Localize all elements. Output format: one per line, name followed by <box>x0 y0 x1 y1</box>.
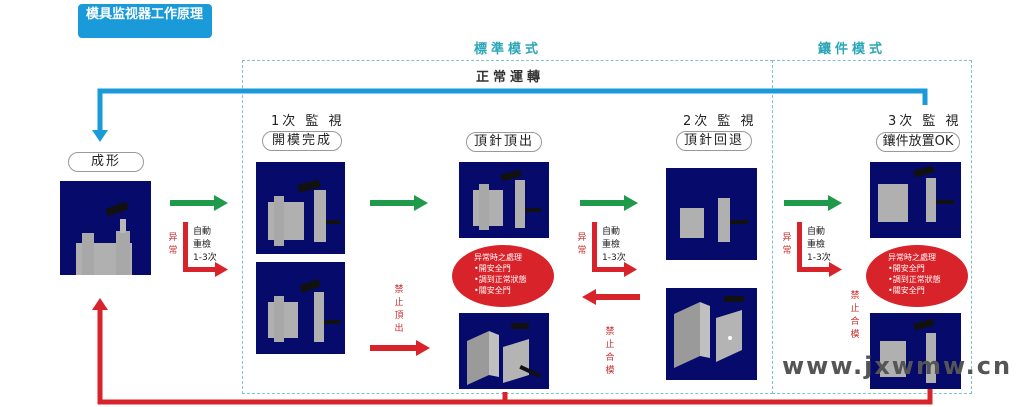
insert-fault-icon <box>880 318 936 383</box>
abnormal-label-2: 异常 <box>577 233 587 256</box>
handling-item: •開安全門 <box>474 264 511 273</box>
stage1-label: 開模完成 <box>262 131 342 151</box>
red-up-arrowhead <box>92 298 108 310</box>
stage2-monitor-label: 2次 監 視 <box>683 114 757 129</box>
mold-open-icon <box>268 278 340 342</box>
red-retry-arrow-3 <box>797 222 842 277</box>
green-arrow-2 <box>370 195 428 211</box>
handling-ellipse-2: 异常時之處理 •開安全門 •調到正常狀態 •關安全門 <box>866 245 968 307</box>
stage2-panel-top <box>666 168 757 260</box>
handling-item: •關安全門 <box>888 286 925 295</box>
retry-note: 重檢 <box>193 240 212 250</box>
retry-note: 重檢 <box>807 240 826 250</box>
stage3-panel-bottom <box>870 313 961 389</box>
ejector-retract-icon <box>680 198 748 242</box>
molding-panel <box>60 181 151 275</box>
handling-title: 异常時之處理 <box>474 253 522 262</box>
mold-closed-icon <box>76 201 132 275</box>
handling-title: 异常時之處理 <box>888 253 936 262</box>
mold-open-icon <box>268 179 340 246</box>
stage1-panel-bottom <box>256 262 345 354</box>
handling-item: •開安全門 <box>888 264 925 273</box>
standard-mode-label: 標準模式 <box>474 42 543 57</box>
watermark: www.jxwmw.cn <box>782 352 1013 380</box>
handling-item: •調到正常狀態 <box>474 275 527 284</box>
green-arrow-3 <box>580 195 638 211</box>
handling-item: •關安全門 <box>474 286 511 295</box>
red-forbid-close-arrow <box>582 289 640 305</box>
abnormal-label-1: 异常 <box>168 233 178 256</box>
stage2-label: 頂針回退 <box>676 131 752 151</box>
stage1-panel-top <box>256 162 345 254</box>
handling-item: •調到正常狀態 <box>888 275 941 284</box>
mold-3d-icon <box>674 296 744 368</box>
insert-check-icon <box>878 165 954 222</box>
ejector-out-label: 頂針頂出 <box>466 132 542 152</box>
retry-notes-2: 自動 重檢 1-3次 <box>602 226 626 265</box>
stage2-panel-bottom <box>666 288 757 380</box>
insert-mode-label: 鑲件模式 <box>818 42 887 57</box>
retry-notes-1: 自動 重檢 1-3次 <box>193 226 217 265</box>
title-badge: 模具监视器工作原理 <box>78 4 212 38</box>
stage1-monitor-label: 1次 監 視 <box>271 114 345 129</box>
red-retry-arrow-1 <box>183 222 228 277</box>
retry-note: 自動 <box>193 227 212 237</box>
reject-loop-line <box>97 306 933 405</box>
normal-loop-arrow <box>97 88 928 132</box>
stage3-monitor-label: 3次 監 視 <box>888 114 962 129</box>
stage3-label: 鑲件放置OK <box>876 132 960 152</box>
blue-arrowhead <box>92 130 108 142</box>
retry-note: 1-3次 <box>807 253 831 263</box>
forbid-close-label-1: 禁止合模 <box>605 327 615 376</box>
retry-note: 1-3次 <box>193 253 217 263</box>
abnormal-label-3: 异常 <box>782 233 792 256</box>
forbid-close-label-2: 禁止合模 <box>850 291 860 340</box>
molding-label: 成形 <box>68 152 144 172</box>
red-retry-arrow-2 <box>592 222 637 277</box>
stage3-panel-top <box>870 162 961 238</box>
ejector-out-panel <box>459 162 549 238</box>
forbid-eject-label: 禁止頂出 <box>394 285 404 334</box>
green-arrow-1 <box>170 195 228 211</box>
green-arrow-4 <box>784 195 842 211</box>
ejector-fault-panel <box>459 313 549 389</box>
ejector-icon <box>473 169 541 230</box>
handling-ellipse-1: 异常時之處理 •開安全門 •調到正常狀態 •關安全門 <box>452 245 554 307</box>
normal-run-label: 正常運轉 <box>476 70 545 85</box>
retry-note: 1-3次 <box>602 253 626 263</box>
red-forbid-eject-arrow <box>370 340 430 356</box>
retry-note: 重檢 <box>602 240 621 250</box>
retry-note: 自動 <box>602 227 621 237</box>
retry-notes-3: 自動 重檢 1-3次 <box>807 226 831 265</box>
mold-3d-icon <box>467 323 541 385</box>
retry-note: 自動 <box>807 227 826 237</box>
insert-mode-zone <box>772 60 972 394</box>
